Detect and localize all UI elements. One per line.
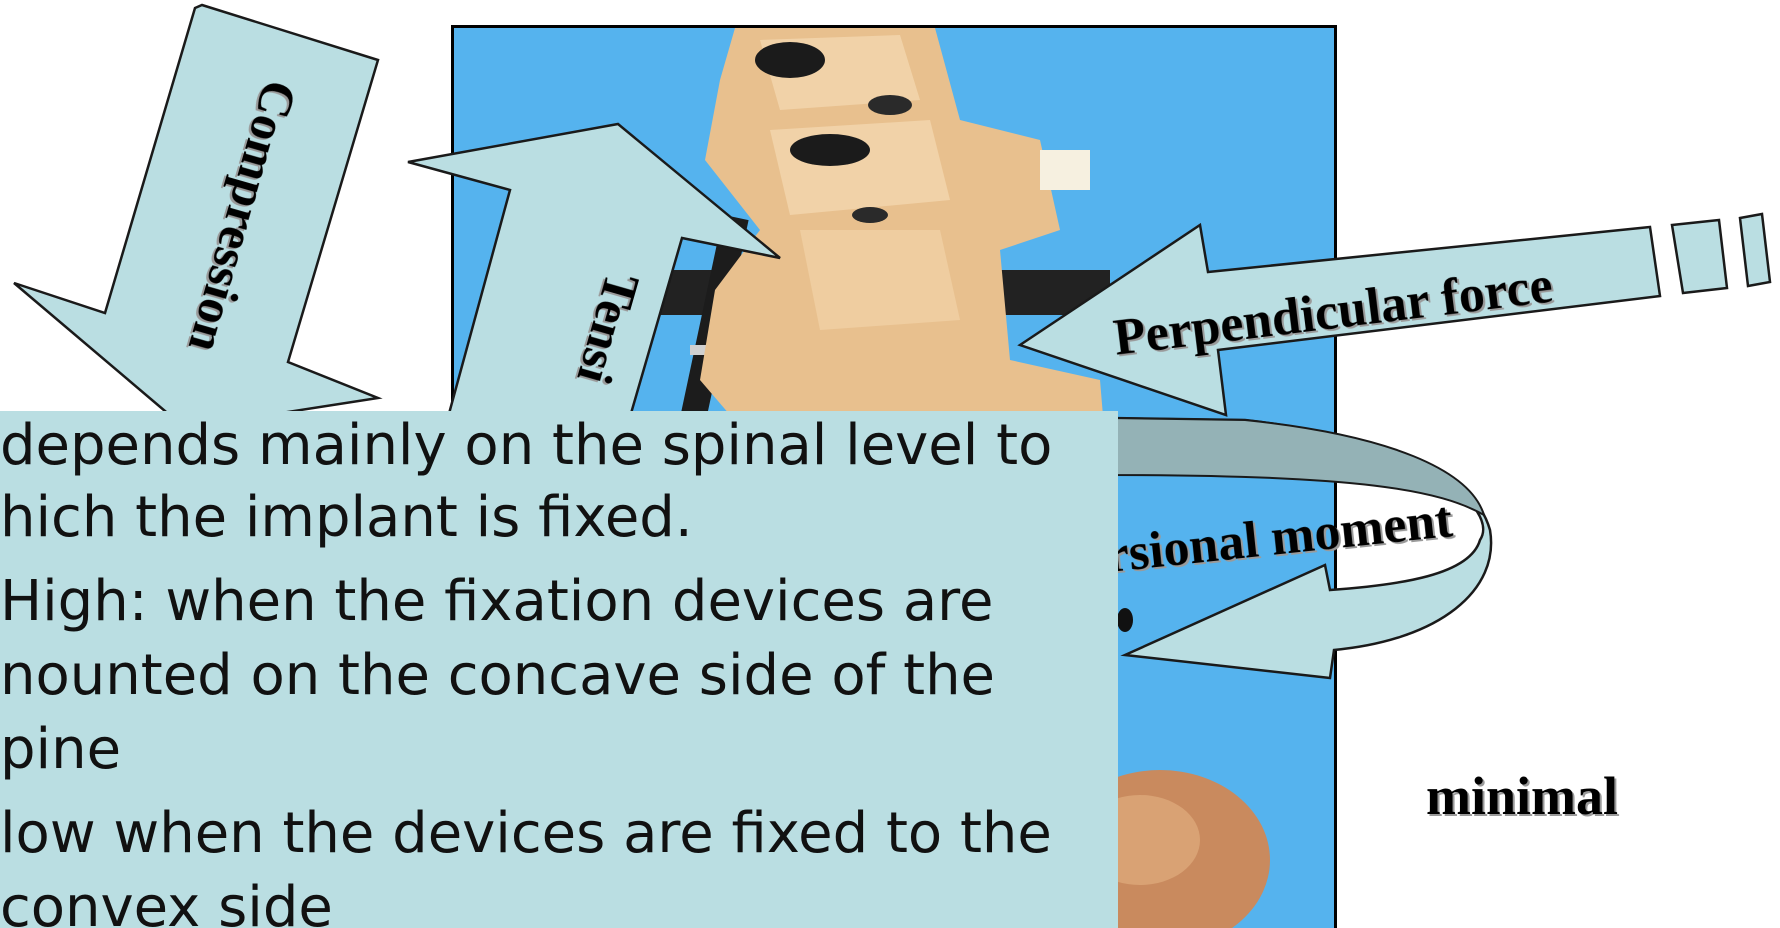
text-line: low when the devices are fixed to the	[0, 801, 1052, 866]
text-line: nounted on the concave side of the	[0, 643, 995, 708]
minimal-label: minimal	[1426, 765, 1618, 827]
text-line: convex side	[0, 875, 333, 928]
text-line: High: when the fixation devices are	[0, 569, 993, 634]
text-line: pine	[0, 717, 121, 782]
explanation-textbox: depends mainly on the spinal level to hi…	[0, 411, 1118, 928]
text-line: hich the implant is fixed.	[0, 485, 693, 550]
compression-arrow	[14, 5, 378, 428]
text-line: depends mainly on the spinal level to	[0, 413, 1052, 478]
